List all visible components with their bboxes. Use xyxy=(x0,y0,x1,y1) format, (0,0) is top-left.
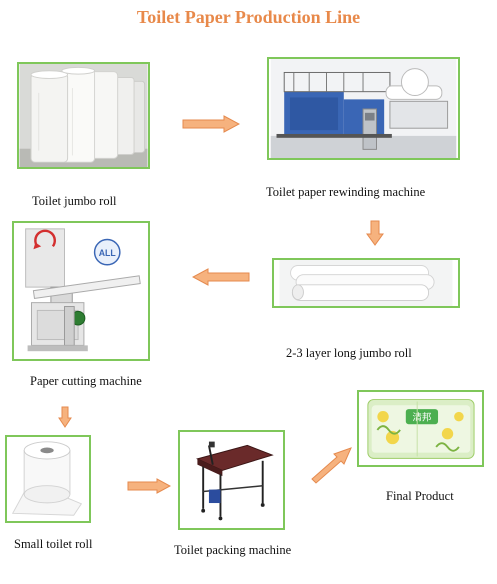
arrow-small-roll-to-packing xyxy=(127,478,171,494)
cutting-machine-photo: ALL xyxy=(12,221,150,361)
long-jumbo-roll-photo xyxy=(272,258,460,308)
rewinding-machine-illustration xyxy=(270,59,457,158)
long-jumbo-roll-illustration xyxy=(279,260,453,306)
long-jumbo-roll-label: 2-3 layer long jumbo roll xyxy=(286,346,412,360)
cutting-machine-label: Paper cutting machine xyxy=(30,374,142,388)
small-roll-illustration xyxy=(7,437,89,521)
package-brand: 清邦 xyxy=(412,411,431,423)
rewinding-machine-label: Toilet paper rewinding machine xyxy=(266,185,426,199)
jumbo-roll-label: Toilet jumbo roll xyxy=(32,194,117,208)
cutting-machine-illustration: ALL xyxy=(14,223,148,359)
brand-logo: ALL xyxy=(99,248,117,258)
small-roll-photo xyxy=(5,435,91,523)
arrow-packing-to-final xyxy=(311,447,352,484)
packing-machine-label: Toilet packing machine xyxy=(174,543,292,557)
final-product-label: Final Product xyxy=(386,489,454,503)
diagram-title: Toilet Paper Production Line xyxy=(136,7,361,27)
rewinding-machine-photo xyxy=(267,57,460,160)
final-product-illustration: 清邦 xyxy=(360,392,481,465)
arrow-cutting-to-small-roll xyxy=(58,406,72,428)
packing-machine-illustration xyxy=(180,432,283,528)
packing-machine-photo xyxy=(178,430,285,530)
arrow-jumbo-to-rewinding xyxy=(182,115,240,133)
small-roll-label: Small toilet roll xyxy=(14,537,93,551)
arrow-rewinding-to-long-roll xyxy=(366,220,384,246)
jumbo-roll-illustration xyxy=(19,64,148,167)
jumbo-roll-photo xyxy=(17,62,150,169)
arrow-long-roll-to-cutting xyxy=(192,268,250,286)
final-product-photo: 清邦 xyxy=(357,390,484,467)
